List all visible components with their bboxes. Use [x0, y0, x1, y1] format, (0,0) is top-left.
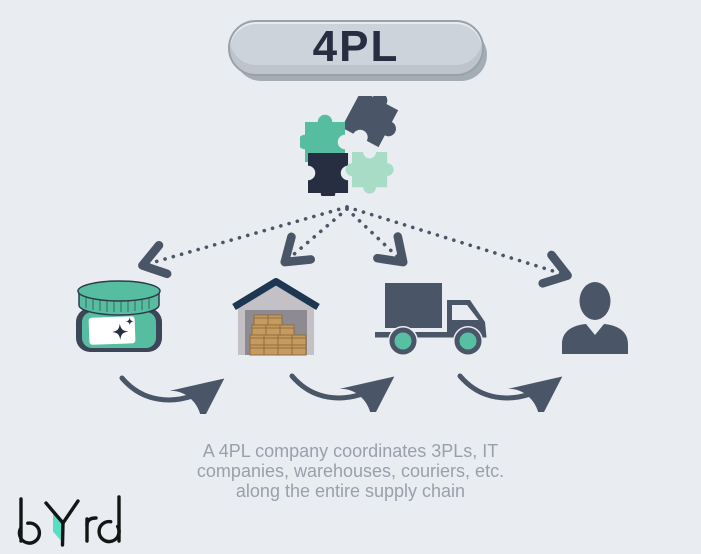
logo-teal-accent [53, 511, 63, 543]
distribution-arrows [138, 205, 572, 288]
product-jar-icon [76, 280, 162, 352]
title-pill: 4PL [228, 20, 484, 76]
puzzle-pieces-icon [300, 96, 399, 196]
page-title: 4PL [312, 22, 400, 71]
truck-rear-wheel [389, 327, 417, 355]
byrd-logo [17, 495, 121, 547]
dotted-arrow-to-warehouse [280, 207, 349, 267]
supply-chain-arrow-3 [457, 373, 563, 412]
dotted-arrow-to-truck [345, 207, 408, 267]
caption-line-2: companies, warehouses, couriers, etc. [196, 461, 505, 481]
caption-line-1: A 4PL company coordinates 3PLs, IT [202, 441, 499, 461]
delivery-truck-icon [375, 283, 487, 356]
dotted-arrow-to-product [138, 205, 349, 279]
customer-icon [562, 282, 628, 354]
warehouse-icon [232, 278, 320, 356]
cardboard-boxes [249, 314, 307, 356]
supply-chain-arrow-2 [289, 373, 395, 412]
caption: A 4PL company coordinates 3PLs, IT compa… [0, 441, 701, 501]
dotted-arrow-to-customer [345, 205, 572, 288]
supply-chain-arrow-1 [119, 375, 225, 414]
caption-line-3: along the entire supply chain [235, 481, 466, 501]
truck-front-wheel [454, 327, 482, 355]
truck-window [452, 305, 479, 320]
